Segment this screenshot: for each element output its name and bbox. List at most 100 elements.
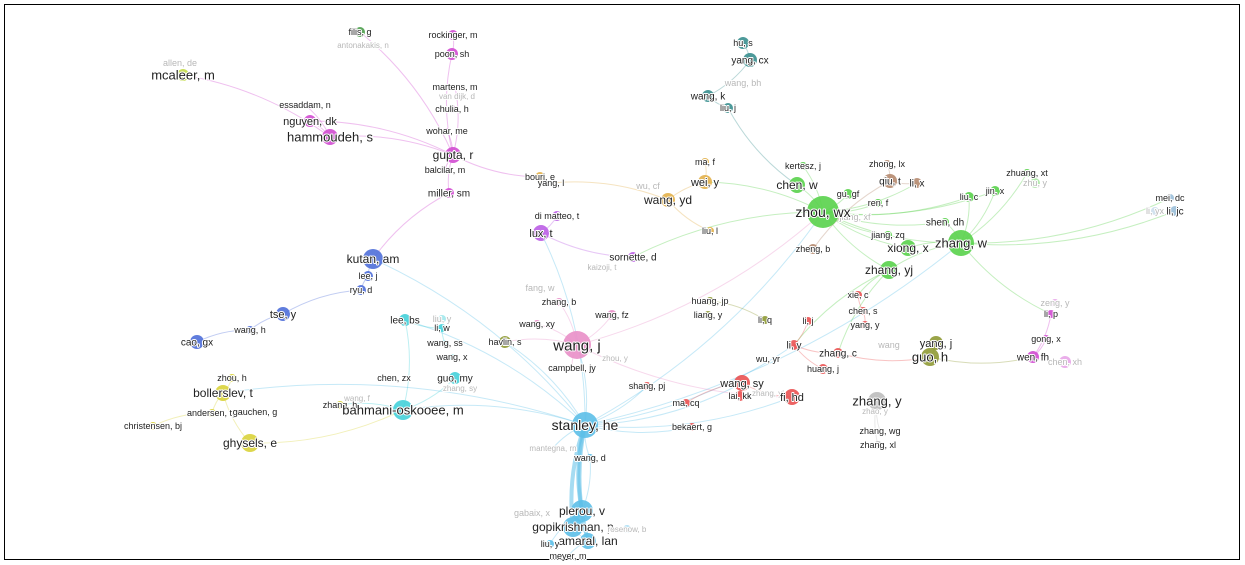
node-wangd[interactable]	[586, 454, 594, 462]
node-ryud[interactable]	[356, 285, 366, 295]
node-zhangyj[interactable]	[880, 261, 898, 279]
node-liuj[interactable]	[723, 103, 733, 113]
node-zhengb[interactable]	[808, 244, 818, 254]
node-lijc[interactable]	[1170, 206, 1180, 216]
node-shendh[interactable]	[941, 218, 949, 226]
node-tsey[interactable]	[276, 307, 290, 321]
node-luxt[interactable]	[533, 225, 549, 241]
node-wangxy[interactable]	[533, 320, 541, 328]
node-zhongl[interactable]	[883, 160, 891, 168]
node-kertesz[interactable]	[799, 162, 807, 170]
node-weiy[interactable]	[698, 175, 712, 189]
node-balcilar[interactable]	[442, 167, 448, 173]
node-poon[interactable]	[446, 48, 458, 60]
node-bollerslev[interactable]	[215, 385, 231, 401]
node-plerou[interactable]	[571, 500, 593, 522]
node-lip[interactable]	[1047, 310, 1055, 318]
node-zhangh[interactable]	[336, 401, 344, 409]
node-chenw[interactable]	[789, 177, 805, 193]
node-wenfh[interactable]	[1027, 351, 1039, 363]
node-wangx[interactable]	[449, 354, 455, 360]
node-xiongx[interactable]	[900, 240, 916, 256]
node-lij[interactable]	[804, 317, 812, 325]
node-wangj[interactable]	[563, 331, 591, 359]
node-zhangc[interactable]	[833, 348, 843, 358]
node-sornette[interactable]	[628, 252, 638, 262]
node-shangpj[interactable]	[643, 382, 651, 390]
node-hus[interactable]	[737, 37, 749, 49]
node-liyx[interactable]	[1151, 207, 1159, 215]
node-zhangy[interactable]	[868, 392, 886, 410]
node-ghysels[interactable]	[241, 434, 259, 452]
node-havlin[interactable]	[499, 336, 511, 348]
node-wangk[interactable]	[702, 90, 714, 102]
node-yangcx[interactable]	[743, 53, 757, 67]
node-mcaleer[interactable]	[177, 69, 189, 81]
node-kutan[interactable]	[363, 249, 383, 269]
node-huangjp[interactable]	[706, 297, 714, 305]
node-zengy[interactable]	[1051, 299, 1059, 307]
node-guomy[interactable]	[449, 372, 461, 384]
node-liangy[interactable]	[704, 311, 712, 319]
node-zhangw[interactable]	[948, 230, 974, 256]
node-amaral[interactable]	[580, 533, 596, 549]
node-liw[interactable]	[438, 324, 446, 332]
node-filis[interactable]	[355, 27, 365, 37]
node-zhuangxt[interactable]	[1023, 169, 1031, 177]
node-yangy[interactable]	[861, 321, 869, 329]
node-qiut[interactable]	[883, 174, 897, 188]
node-liul[interactable]	[706, 227, 714, 235]
node-zhuyy[interactable]	[1030, 178, 1040, 188]
node-macq[interactable]	[682, 399, 690, 407]
node-leej[interactable]	[363, 271, 373, 281]
node-gopikrishnan[interactable]	[563, 517, 583, 537]
node-huangj[interactable]	[818, 364, 828, 374]
node-zhangb[interactable]	[555, 298, 563, 306]
node-liq[interactable]	[761, 316, 769, 324]
node-renf[interactable]	[874, 199, 882, 207]
node-nguyen[interactable]	[304, 115, 316, 127]
node-wohar[interactable]	[444, 128, 450, 134]
node-bekaert[interactable]	[688, 423, 696, 431]
node-leebs[interactable]	[399, 314, 411, 326]
node-andersen[interactable]	[208, 409, 216, 417]
node-meidc[interactable]	[1166, 194, 1174, 202]
node-jinx[interactable]	[990, 186, 1000, 196]
node-rosenowb[interactable]	[623, 525, 631, 533]
node-rockinger[interactable]	[448, 30, 458, 40]
node-chulia[interactable]	[448, 105, 456, 113]
node-chenxh[interactable]	[1059, 356, 1071, 368]
node-bouri[interactable]	[535, 172, 545, 182]
node-christensen[interactable]	[149, 422, 157, 430]
node-liy[interactable]	[789, 340, 799, 350]
node-fihd[interactable]	[784, 389, 800, 405]
node-maf[interactable]	[701, 158, 709, 166]
node-bahmani[interactable]	[393, 400, 413, 420]
node-wangsy[interactable]	[734, 375, 750, 391]
node-gongx[interactable]	[1042, 335, 1050, 343]
node-wangyd[interactable]	[661, 193, 675, 207]
node-guoh[interactable]	[921, 348, 939, 366]
node-wangh[interactable]	[246, 326, 254, 334]
node-chens[interactable]	[859, 307, 867, 315]
node-stanley[interactable]	[572, 412, 598, 438]
node-dimatteo[interactable]	[552, 211, 562, 221]
node-zhouwx[interactable]	[807, 196, 839, 228]
node-liuy2[interactable]	[438, 315, 446, 323]
node-liuc[interactable]	[964, 192, 974, 202]
node-yangj[interactable]	[929, 336, 943, 350]
node-laikk[interactable]	[735, 391, 745, 401]
node-miller[interactable]	[444, 188, 454, 198]
node-zhangxl[interactable]	[874, 441, 882, 449]
node-gupta[interactable]	[445, 147, 461, 163]
node-xiec[interactable]	[854, 291, 862, 299]
node-jiangzq[interactable]	[884, 231, 892, 239]
node-liuy3[interactable]	[546, 540, 554, 548]
node-guqf[interactable]	[843, 189, 853, 199]
node-caogx[interactable]	[190, 335, 204, 349]
node-lix[interactable]	[912, 178, 922, 188]
node-hammoudeh[interactable]	[322, 129, 338, 145]
node-wangfz[interactable]	[607, 310, 617, 320]
